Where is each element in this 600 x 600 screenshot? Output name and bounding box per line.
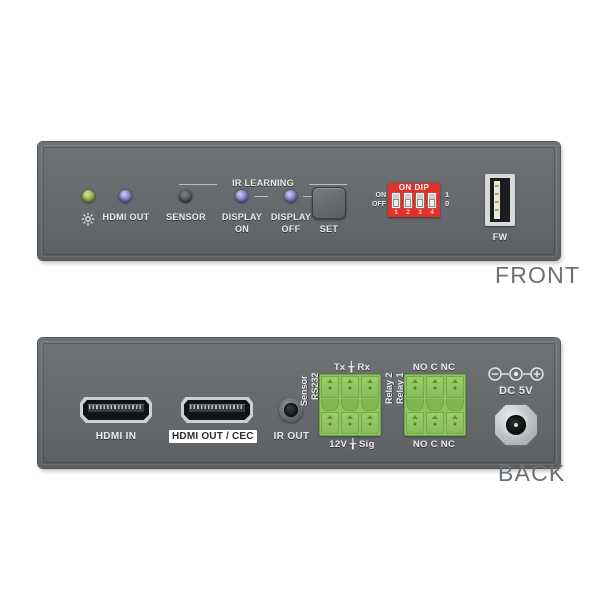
rs232-top-label: Tx ╁ Rx [333,362,371,373]
ir-learning-rule-left [179,184,217,185]
hdmi-out-cec-port[interactable] [181,397,253,423]
dip-switch-title: ON DIP [398,183,430,192]
terminal-sig[interactable] [361,412,379,434]
terminal-gnd[interactable] [341,376,359,398]
firmware-port-label: FW [492,232,508,242]
terminal-row-bottom[interactable] [320,411,380,435]
relay-terminal-block[interactable] [404,374,466,436]
sensor-led [179,190,192,203]
display-off-label: DISPLAY [270,212,312,222]
hdmi-out-led [119,190,132,203]
firmware-usb-port[interactable] [485,174,515,226]
dip-switch-1[interactable] [391,192,401,209]
terminal-tx[interactable] [321,376,339,398]
dip-on-label: ON [375,192,387,199]
usb-a-icon [490,178,510,222]
power-led [82,190,95,203]
dip-off-label: OFF [372,200,386,208]
relay1-nc[interactable] [446,376,464,398]
dip-switch-block[interactable]: ON DIP 1 2 3 4 [388,183,440,217]
rs232-bottom-label: 12V ╁ Sig [329,439,375,450]
ir-out-jack[interactable] [279,398,303,422]
ir-out-label: IR OUT [273,431,310,442]
relay-bottom-label: NO C NC [412,439,456,450]
set-button[interactable] [312,187,346,219]
front-panel: HDMI OUT SENSOR IR LEARNING DISPLAY ON D… [38,142,560,260]
dip-one-label: 1 [445,190,450,199]
relay2-nc[interactable] [446,412,464,434]
display-off-led [284,190,297,203]
center-positive-icon [488,367,544,381]
sun-icon [81,212,95,226]
dc-power-jack[interactable] [495,404,537,446]
usb-tongue [494,181,500,219]
dc-power-label: DC 5V [499,385,533,397]
dip-switch-numbers: 1 2 3 4 [394,209,434,216]
ir-learning-rule-right [309,184,347,185]
relay2-no[interactable] [406,412,424,434]
dip-switch-4[interactable] [427,192,437,209]
relay1-c[interactable] [426,376,444,398]
display-off-dash [303,196,317,197]
dip-switch-2[interactable] [403,192,413,209]
relay-row-top[interactable] [405,375,465,399]
relay2-c[interactable] [426,412,444,434]
display-off-label-2: OFF [281,224,301,234]
hdmi-out-cec-label: HDMI OUT / CEC [169,430,257,443]
relay1-no[interactable] [406,376,424,398]
display-on-label-2: ON [234,224,250,234]
rs232-sensor-terminal-block[interactable] [319,374,381,436]
dip-zero-label: 0 [445,199,450,208]
back-view-caption: BACK [498,460,566,486]
terminal-12v[interactable] [321,412,339,434]
back-panel: HDMI IN HDMI OUT / CEC IR OUT Tx ╁ Rx RS… [38,338,560,468]
sensor-side-label: Sensor [299,375,309,406]
relay-2-side-label: Relay 2 [384,372,394,404]
relay-divider [405,399,465,411]
set-button-label: SET [319,224,339,234]
terminal-rx[interactable] [361,376,379,398]
terminal-gnd-2[interactable] [341,412,359,434]
ir-learning-title: IR LEARNING [232,178,294,188]
hdmi-out-led-label: HDMI OUT [102,212,150,222]
terminal-divider [320,399,380,411]
dip-switch-track[interactable] [391,192,437,209]
relay-top-label: NO C NC [412,362,456,373]
display-on-label: DISPLAY [221,212,263,222]
display-on-dash [254,196,268,197]
terminal-row-top[interactable] [320,375,380,399]
front-view-caption: FRONT [495,262,581,288]
hdmi-in-port[interactable] [80,397,152,423]
display-on-led [235,190,248,203]
dip-switch-3[interactable] [415,192,425,209]
sensor-led-label: SENSOR [166,212,206,222]
hdmi-in-label: HDMI IN [95,431,137,442]
relay-row-bottom[interactable] [405,411,465,435]
